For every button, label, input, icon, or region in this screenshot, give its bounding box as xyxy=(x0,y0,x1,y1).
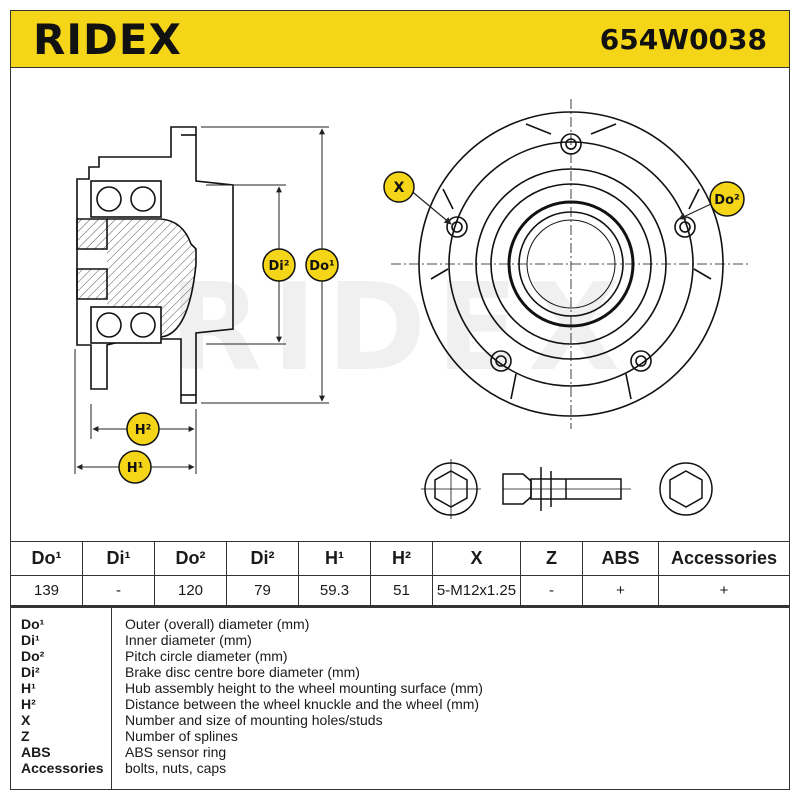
spec-header-row: Do¹ Di¹ Do² Di² H¹ H² X Z ABS Accessorie… xyxy=(10,541,790,576)
callout-do2-label: Do² xyxy=(714,193,739,208)
callout-do1-label: Do¹ xyxy=(309,259,334,274)
spec-header-cell: Z xyxy=(520,541,583,576)
spec-value-cell: 79 xyxy=(226,575,299,606)
spec-value-cell: - xyxy=(82,575,155,606)
spec-table: Do¹ Di¹ Do² Di² H¹ H² X Z ABS Accessorie… xyxy=(10,541,790,606)
legend-term: H¹ xyxy=(21,680,36,696)
legend-desc: Outer (overall) diameter (mm) xyxy=(125,616,310,632)
legend-desc: Hub assembly height to the wheel mountin… xyxy=(125,680,483,696)
legend-row: Do¹ Outer (overall) diameter (mm) xyxy=(11,616,791,632)
legend-row: Di² Brake disc centre bore diameter (mm) xyxy=(11,664,791,680)
legend-term: Do² xyxy=(21,648,45,664)
legend-term: Di² xyxy=(21,664,40,680)
spec-header-cell: H¹ xyxy=(298,541,371,576)
legend-panel: Do¹ Outer (overall) diameter (mm) Di¹ In… xyxy=(10,606,790,790)
legend-desc: Pitch circle diameter (mm) xyxy=(125,648,288,664)
legend-row: H² Distance between the wheel knuckle an… xyxy=(11,696,791,712)
callout-h1-badge: H¹ xyxy=(118,450,152,484)
legend-desc: Distance between the wheel knuckle and t… xyxy=(125,696,480,712)
legend-desc: Number of splines xyxy=(125,728,238,744)
spec-value-cell: 51 xyxy=(370,575,433,606)
legend-term: Z xyxy=(21,728,30,744)
legend-term: X xyxy=(21,712,31,728)
callout-x-badge: X xyxy=(383,171,415,203)
legend-divider xyxy=(111,608,112,789)
nut-icon xyxy=(421,459,481,519)
spec-header-cell: H² xyxy=(370,541,433,576)
callout-di2-badge: Di² xyxy=(262,248,296,282)
legend-row: Do² Pitch circle diameter (mm) xyxy=(11,648,791,664)
spec-header-cell: X xyxy=(432,541,521,576)
legend-desc: ABS sensor ring xyxy=(125,744,227,760)
spec-header-cell: Di² xyxy=(226,541,299,576)
callout-do1-badge: Do¹ xyxy=(305,248,339,282)
callout-h2-badge: H² xyxy=(126,412,160,446)
legend-term: Di¹ xyxy=(21,632,40,648)
part-number: 654W0038 xyxy=(599,23,767,56)
legend-term: ABS xyxy=(21,744,51,760)
watermark-text: RIDEX xyxy=(169,259,630,398)
spec-value-cell: 5-M12x1.25 xyxy=(432,575,521,606)
spec-header-cell: Accessories xyxy=(658,541,790,576)
spec-value-cell: 59.3 xyxy=(298,575,371,606)
callout-do2-badge: Do² xyxy=(709,181,745,217)
legend-row: Z Number of splines xyxy=(11,728,791,744)
legend-term: H² xyxy=(21,696,36,712)
legend-term: Accessories xyxy=(21,760,104,776)
spec-header-cell: Di¹ xyxy=(82,541,155,576)
header-bar: RIDEX 654W0038 xyxy=(10,10,790,68)
callout-h2-label: H² xyxy=(135,423,152,438)
legend-desc: Number and size of mounting holes/studs xyxy=(125,712,383,728)
legend-desc: Brake disc centre bore diameter (mm) xyxy=(125,664,360,680)
callout-x-label: X xyxy=(394,180,405,196)
legend-row: H¹ Hub assembly height to the wheel moun… xyxy=(11,680,791,696)
spec-value-cell: + xyxy=(658,575,790,606)
legend-desc: Inner diameter (mm) xyxy=(125,632,252,648)
hub-side-section xyxy=(76,126,234,404)
spec-value-cell: 120 xyxy=(154,575,227,606)
spec-value-cell: 139 xyxy=(10,575,83,606)
spec-header-cell: ABS xyxy=(582,541,659,576)
spec-value-cell: - xyxy=(520,575,583,606)
callout-h1-label: H¹ xyxy=(127,461,144,476)
hub-front-view xyxy=(391,99,751,429)
legend-term: Do¹ xyxy=(21,616,45,632)
brand-logo: RIDEX xyxy=(33,15,182,64)
callout-di2-label: Di² xyxy=(269,259,290,274)
spec-value-cell: + xyxy=(582,575,659,606)
legend-row: Accessories bolts, nuts, caps xyxy=(11,760,791,776)
legend-row: X Number and size of mounting holes/stud… xyxy=(11,712,791,728)
spec-value-row: 139 - 120 79 59.3 51 5-M12x1.25 - + + xyxy=(10,575,790,606)
spec-header-cell: Do² xyxy=(154,541,227,576)
spec-header-cell: Do¹ xyxy=(10,541,83,576)
bolt-icon xyxy=(502,467,631,511)
legend-row: Di¹ Inner diameter (mm) xyxy=(11,632,791,648)
legend-desc: bolts, nuts, caps xyxy=(125,760,227,776)
legend-row: ABS ABS sensor ring xyxy=(11,744,791,760)
cap-icon xyxy=(659,462,713,516)
technical-drawing: RIDEX Di² Do¹ xyxy=(74,99,751,519)
